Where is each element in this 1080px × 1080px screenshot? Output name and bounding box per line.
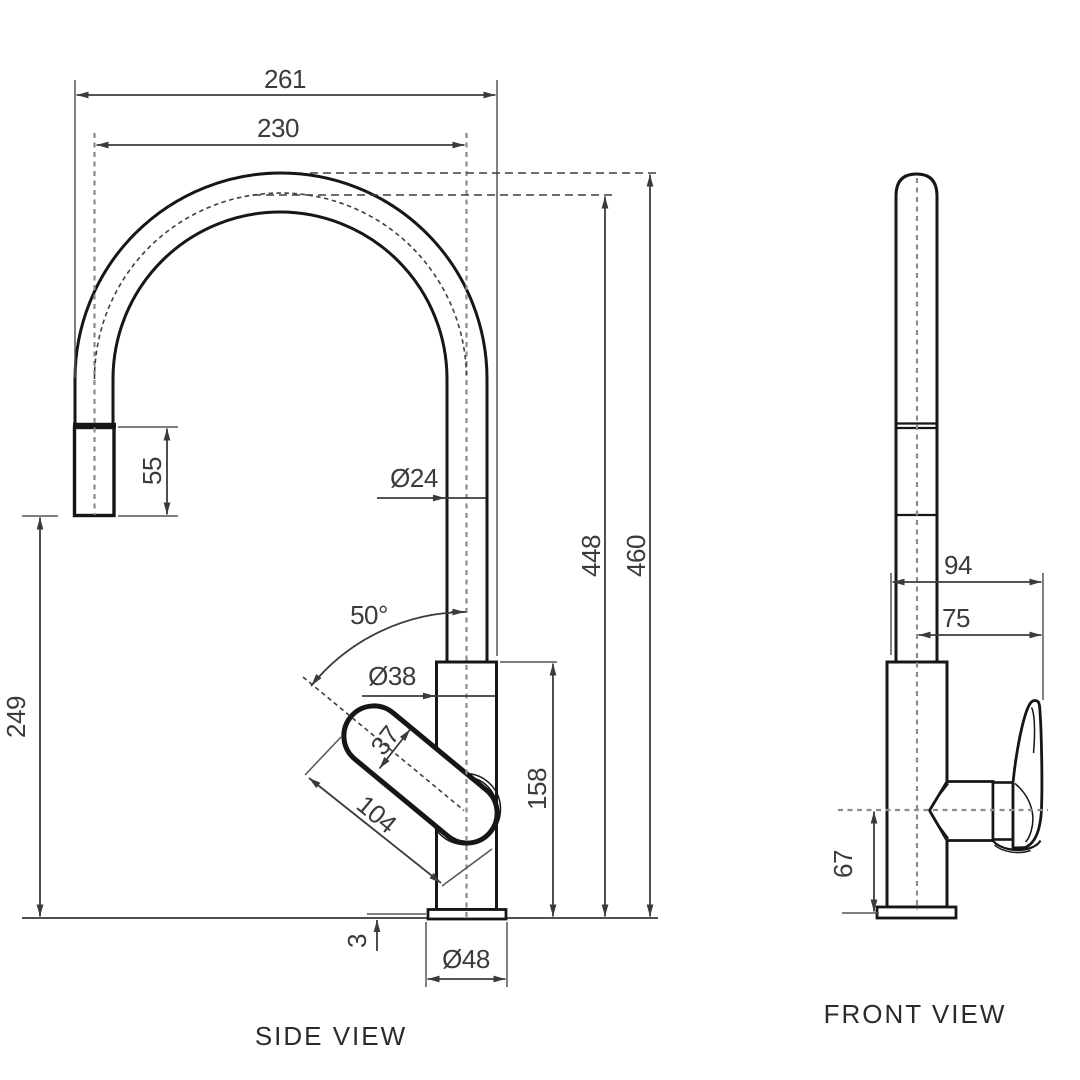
dim-label-spray-head: 55 [137,457,167,485]
dim-label-reach-center: 230 [257,113,299,143]
dim-label-spout-diameter: Ø24 [390,463,438,493]
dim-spray-head-length: 55 [118,426,178,517]
spout-inner-arc [111,210,449,380]
dim-label-base-diameter: Ø48 [442,944,490,974]
dim-label-body-diameter: Ø38 [368,661,416,691]
dim-spout-diameter: Ø24 [377,463,486,502]
housing-chamfer-top [931,783,950,805]
side-view-caption: SIDE VIEW [255,1021,407,1051]
front-base-plate [875,905,958,920]
spout-arc-centerline [93,192,468,380]
dim-base-diameter: Ø48 [425,922,508,987]
side-spout-outline [73,171,489,663]
dim-label-base-thickness: 3 [342,934,372,948]
front-view: 94 75 67 FRONT VIEW [824,172,1048,1029]
dim-label-handle-angle: 50° [350,600,388,630]
lever-contour-upper [1030,707,1036,754]
dim-handle-angle: 50° [310,600,467,687]
dim-reach-to-centerline: 230 [96,113,465,149]
angle-arrow-bottom [310,673,322,687]
front-body [885,660,949,909]
dim-label-handle-reach: 94 [944,550,972,580]
dim-label-height-centerline: 448 [576,535,606,577]
ext-line [441,848,493,887]
ext-line [304,736,342,776]
dim-body-diameter: Ø38 [362,661,495,700]
lever-contour-lower [1014,782,1034,843]
dim-line [308,777,442,884]
dim-label-handle-reach-center: 75 [942,603,970,633]
dim-overall-height: 460 [310,172,659,917]
dim-line [378,728,411,770]
dim-height-to-centerline: 448 [253,194,614,917]
side-view: 261 230 55 249 Ø24 [1,64,659,1051]
dim-handle-reach-from-center: 75 [918,603,1042,639]
lever-scoop-lower [994,844,1031,854]
angle-arc [310,611,467,687]
spout-outer-arc [73,171,489,380]
dim-label-overall-height: 460 [621,535,651,577]
dim-label-overall-reach: 261 [264,64,306,94]
front-view-caption: FRONT VIEW [824,999,1007,1029]
housing-chamfer-bottom [931,816,950,839]
dim-spout-clearance: 249 [1,515,58,917]
lever-scoop-upper [992,839,1042,852]
dim-overall-reach: 261 [74,64,498,656]
dim-label-clearance: 249 [1,696,31,738]
dim-label-body-height: 158 [522,768,552,810]
dim-body-height: 158 [500,661,557,917]
dim-handle-height: 67 [828,811,879,914]
dim-base-thickness: 3 [342,913,426,951]
dim-label-handle-height: 67 [828,850,858,878]
dim-handle-reach-overall: 94 [890,550,1044,700]
